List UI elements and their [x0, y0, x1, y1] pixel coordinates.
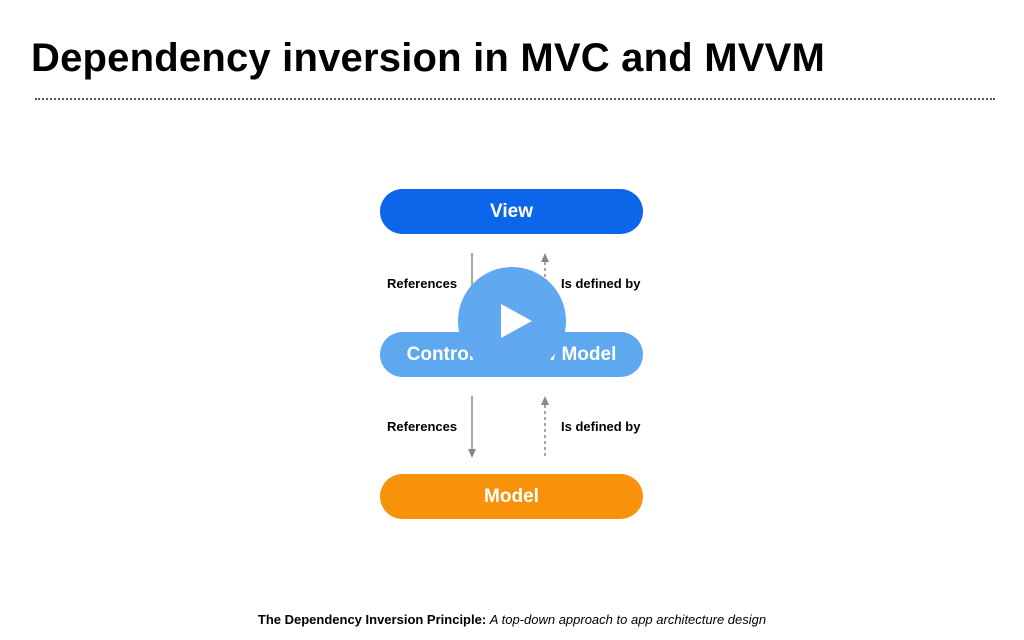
- defined-by-label-bottom: Is defined by: [561, 419, 641, 434]
- view-node-label: View: [490, 200, 533, 222]
- caption-text: A top-down approach to app architecture …: [489, 612, 767, 627]
- play-button[interactable]: [458, 267, 566, 375]
- model-node-label: Model: [484, 485, 539, 507]
- play-icon: [500, 304, 532, 338]
- references-label-bottom: References: [387, 419, 458, 434]
- page-title: Dependency inversion in MVC and MVVM: [31, 36, 825, 80]
- references-label-top: References: [387, 276, 458, 291]
- title-divider: [35, 98, 995, 100]
- caption: The Dependency Inversion Principle: A to…: [0, 612, 1024, 627]
- model-node: Model: [380, 474, 643, 519]
- defined-by-label-top: Is defined by: [561, 276, 641, 291]
- caption-heading: The Dependency Inversion Principle:: [257, 612, 487, 627]
- view-node: View: [380, 189, 643, 234]
- references-arrow-bottom: [468, 396, 476, 458]
- defined-by-arrow-bottom: [541, 396, 549, 458]
